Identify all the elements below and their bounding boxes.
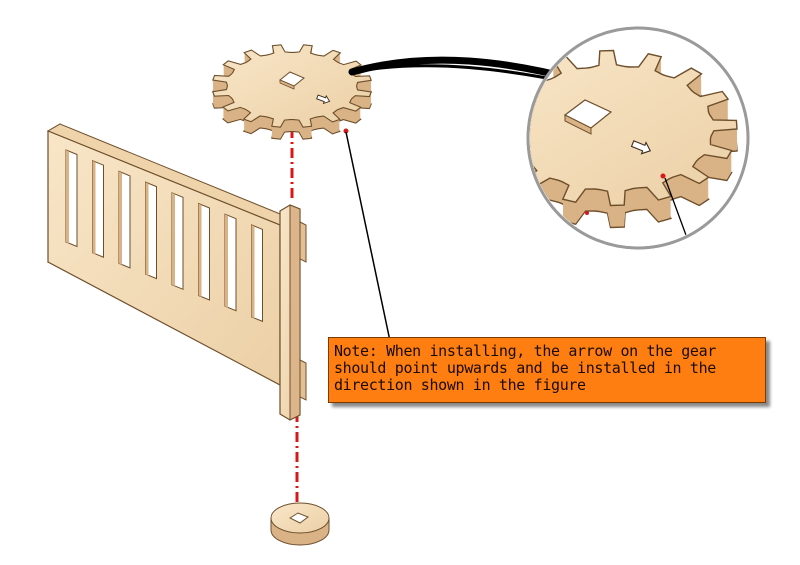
installation-note: Note: When installing, the arrow on the … <box>328 337 766 403</box>
fence-slot-edge <box>92 160 96 255</box>
leader-line <box>345 131 391 342</box>
arrow-icon <box>316 94 331 105</box>
gear-face <box>530 49 738 207</box>
fence-slot-edge <box>66 150 69 244</box>
hub-washer-icon <box>270 502 330 546</box>
fence-panel <box>46 123 307 421</box>
fence-slots <box>65 149 263 323</box>
fence-slot-edge <box>198 203 202 297</box>
fence-slot-edge <box>251 224 255 319</box>
fence-slot-edge <box>145 182 149 276</box>
magnified-detail <box>526 26 750 250</box>
fence-slot-edge <box>119 171 122 265</box>
gear <box>212 44 372 140</box>
fence-slot-edge <box>225 214 228 308</box>
fence-slot-edge <box>172 192 175 287</box>
